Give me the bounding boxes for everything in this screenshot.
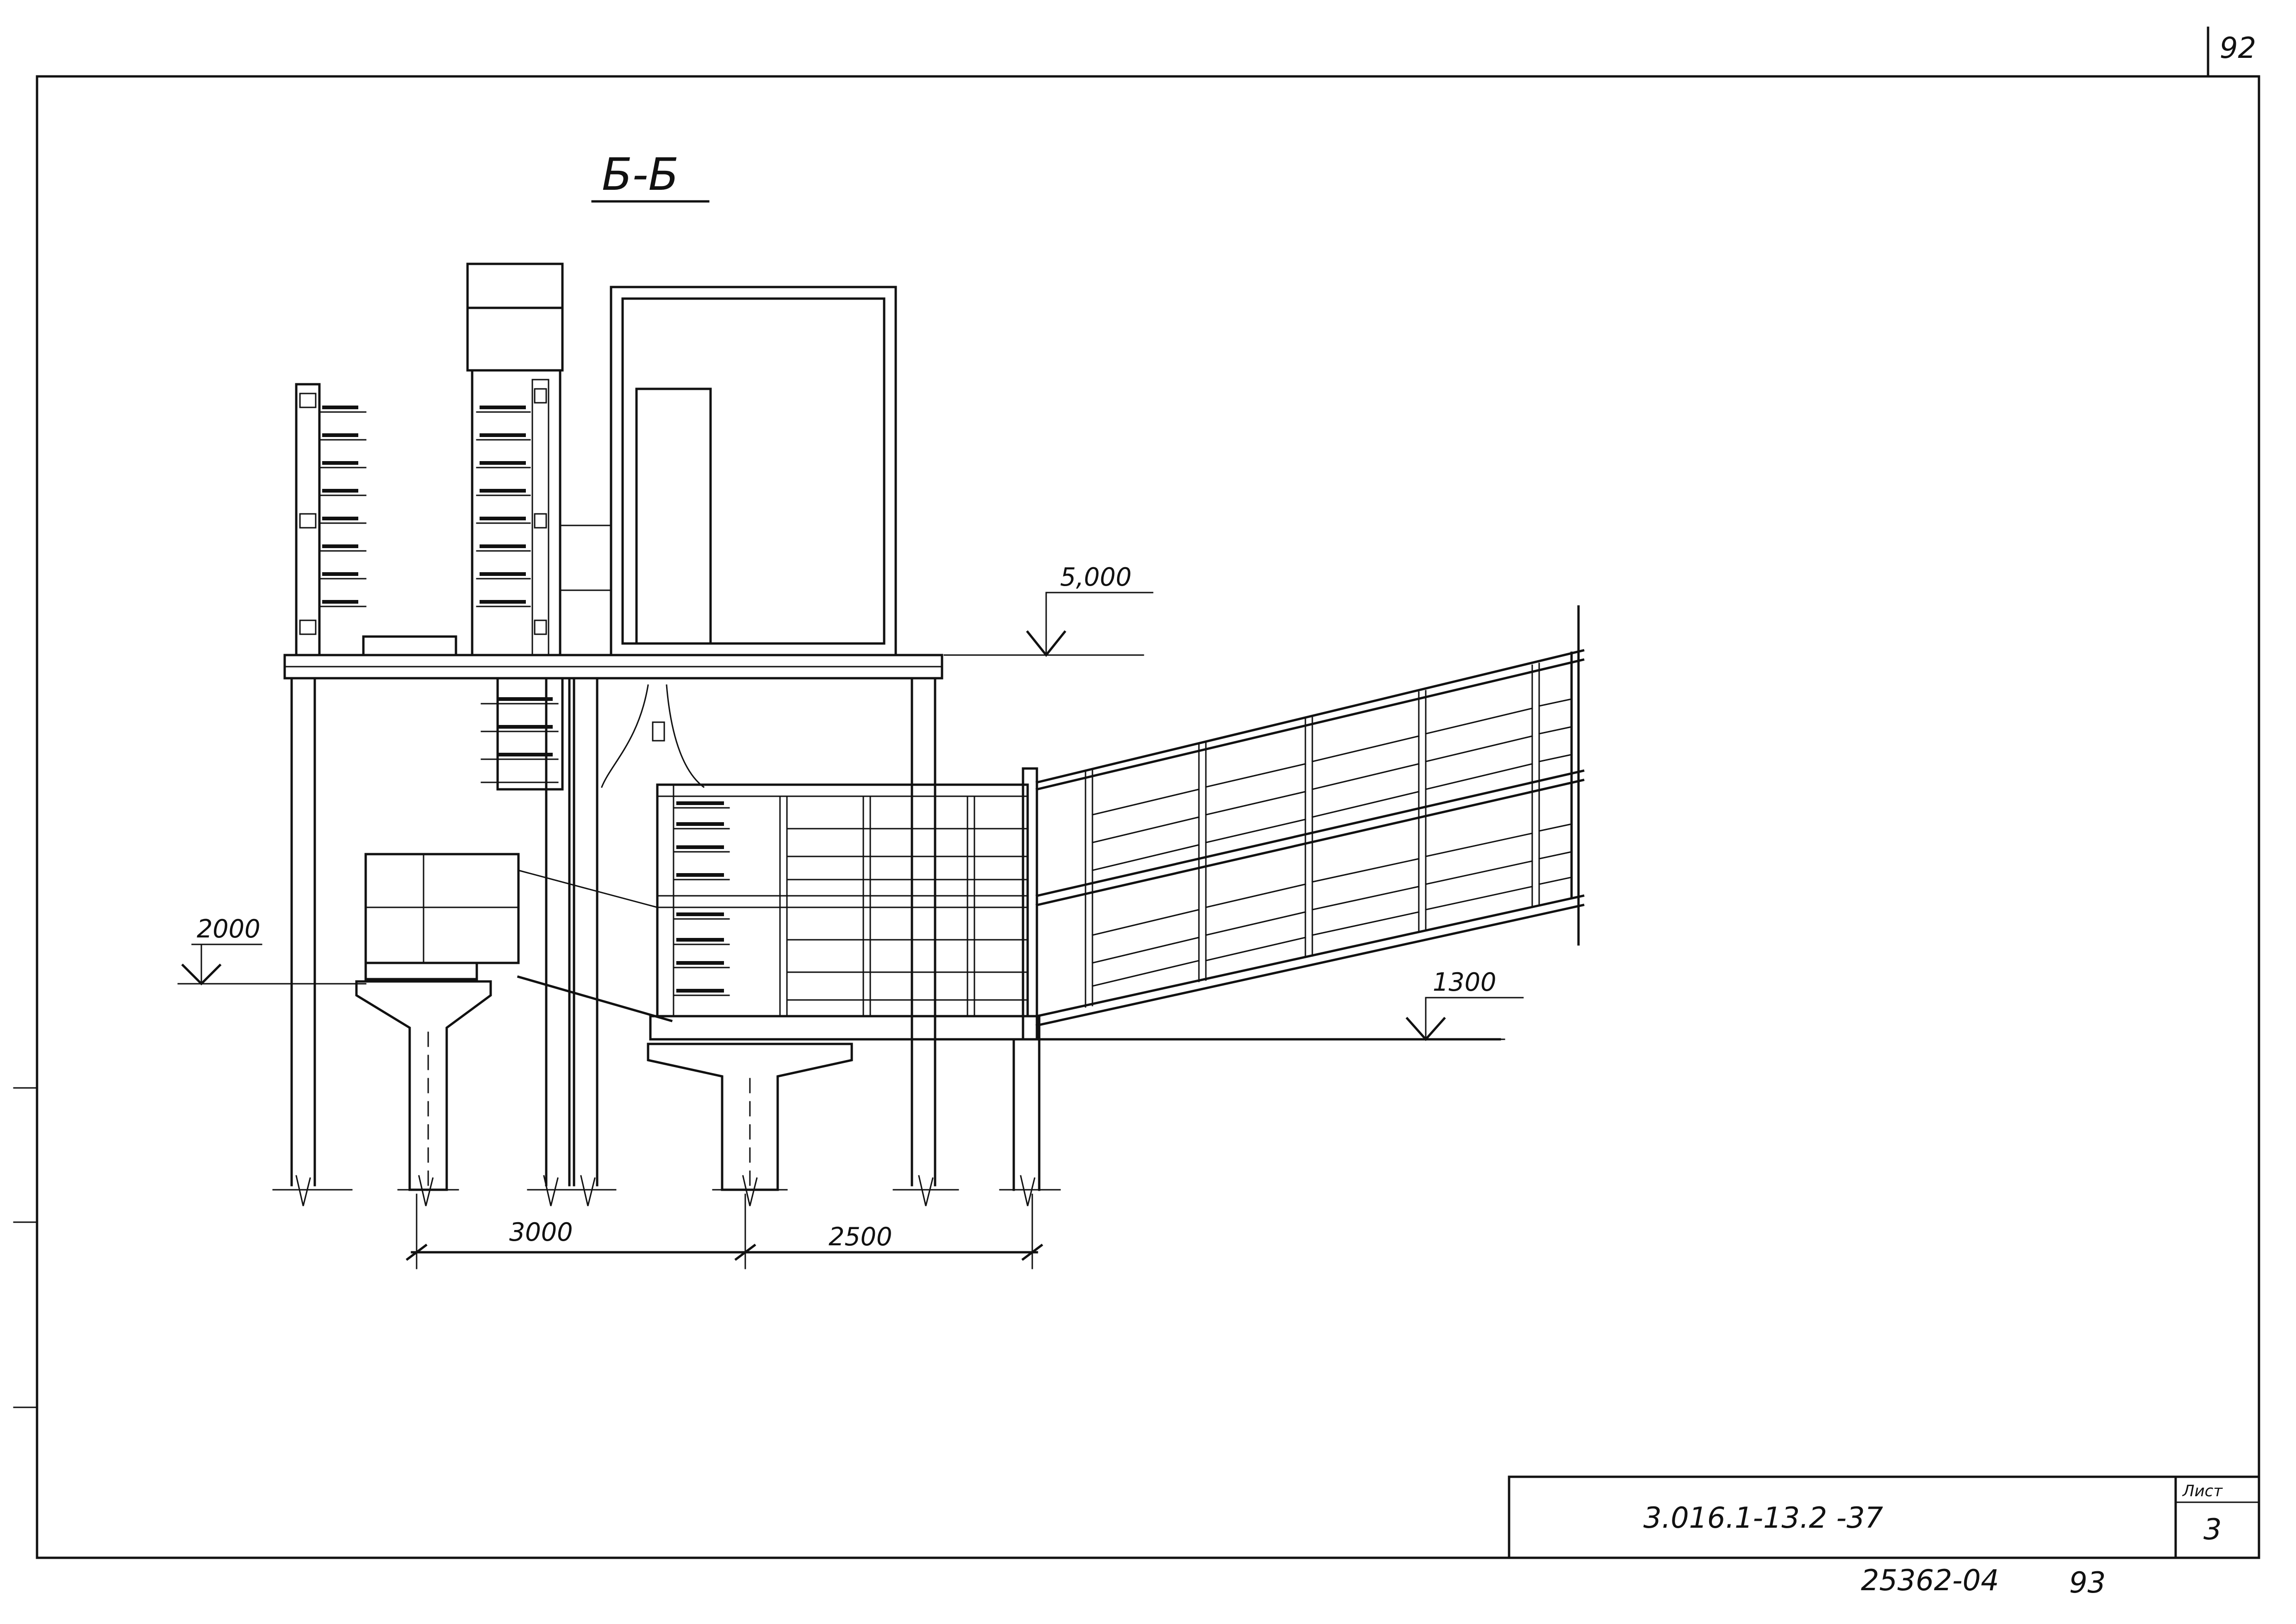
sheet-number: 3: [2203, 1512, 2221, 1546]
elevation-left-label: 2000: [197, 914, 260, 943]
ramp-infill: [1092, 698, 1572, 987]
title-block: [1508, 1475, 2260, 1559]
lower-platform: [649, 767, 1041, 1041]
dimension-span-right: 2500: [829, 1222, 892, 1251]
elevation-upper-label: 5,000: [1060, 562, 1132, 592]
right-pier: [647, 1043, 853, 1191]
ramp-fence: [1035, 605, 1585, 1041]
under-platform-rack: [480, 677, 705, 791]
ramp-columns: [1012, 1038, 1041, 1191]
archive-number: 25362-04: [1861, 1563, 1999, 1597]
upper-columns: [290, 677, 936, 1187]
document-code: 3.016.1-13.2 -37: [1643, 1501, 1883, 1535]
ramp-posts: [1085, 662, 1540, 1008]
sheet-label: Лист: [2182, 1482, 2223, 1500]
elevation-marker-right: [1041, 997, 1524, 1041]
elevation-marker-upper: [943, 592, 1154, 657]
left-pier: [355, 980, 492, 1191]
archive-page: 93: [2069, 1566, 2106, 1599]
page-number-top: 92: [2220, 31, 2256, 65]
ground-breaks: [272, 1175, 1061, 1206]
section-title: Б-Б: [602, 149, 679, 200]
left-rack-insulators: [318, 406, 367, 607]
lower-slope: [517, 975, 673, 1023]
elevation-right-label: 1300: [1433, 968, 1496, 997]
left-transformer-block: [364, 853, 520, 981]
left-rack: [295, 383, 367, 656]
control-booth: [559, 286, 897, 656]
elevation-marker-left: [177, 943, 367, 986]
sheet-frame: [13, 26, 2260, 1559]
dimension-span-left: 3000: [509, 1218, 573, 1247]
central-tower: [466, 262, 564, 656]
dimension-line: [406, 1193, 1043, 1269]
